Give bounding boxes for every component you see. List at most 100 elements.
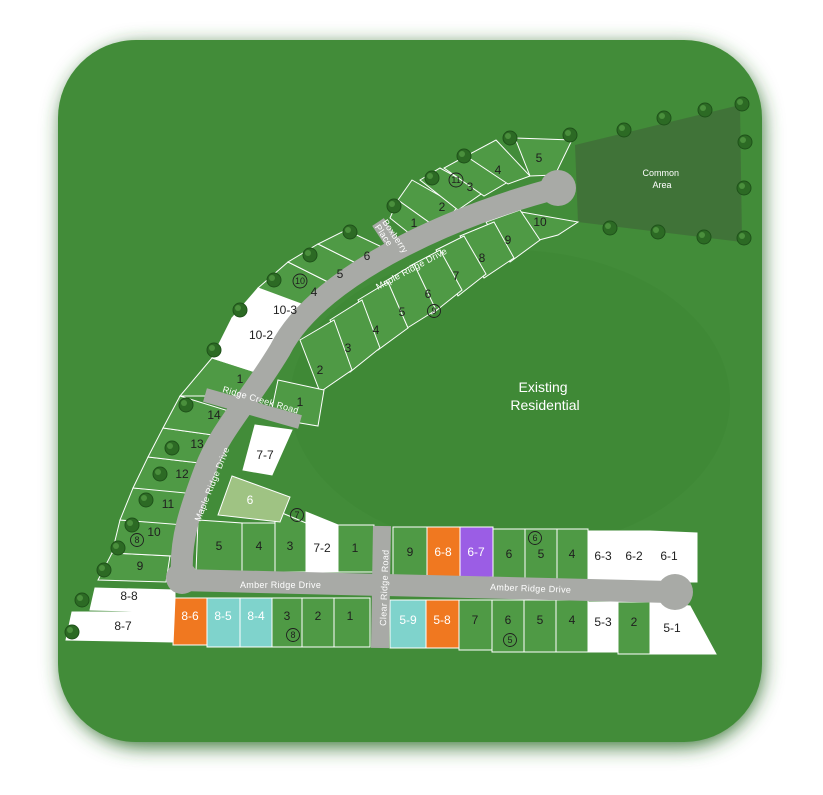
lot-label-2-north: 2 (439, 200, 446, 214)
lot-label-8-south: 8 (479, 251, 486, 265)
svg-text:11: 11 (451, 175, 460, 185)
lot-label-6-south: 6 (505, 613, 512, 627)
tree-highlight (737, 99, 743, 105)
lot-label-4-mid: 4 (256, 539, 263, 553)
phase-marker-8a: 8 (130, 533, 144, 547)
common-area[interactable] (575, 105, 742, 242)
tree-highlight (209, 345, 215, 351)
lot-label-4-south-m: 4 (373, 323, 380, 337)
lot-label-9-south: 9 (505, 233, 512, 247)
amber-ridge-drive[interactable] (169, 569, 681, 603)
lot-label-1-north: 1 (411, 216, 418, 230)
svg-text:9: 9 (431, 306, 436, 316)
tree-highlight (505, 133, 511, 139)
lot-label-6-7: 6-7 (467, 545, 485, 559)
phase-marker-8b: 8 (286, 628, 300, 642)
tree-highlight (269, 275, 275, 281)
lot-label-8-7: 8-7 (114, 619, 132, 633)
lot-label-6-mid: 6 (506, 547, 513, 561)
lot-label-12-west: 12 (175, 467, 189, 481)
lots-south-maple (269, 209, 580, 427)
phase-marker-5: 5 (503, 633, 517, 647)
tree-highlight (305, 250, 311, 256)
amber-east-label: Amber Ridge Drive (490, 582, 571, 595)
tree-highlight (653, 227, 659, 233)
clear-ridge-label: Clear Ridge Road (378, 549, 391, 626)
lot-label-1-mid: 1 (352, 541, 359, 555)
lot-label-13-west: 13 (190, 437, 204, 451)
amber-west-label: Amber Ridge Drive (240, 580, 321, 590)
lots-north-amber (195, 424, 698, 583)
maple-ridge-drive[interactable] (170, 177, 569, 585)
tree-highlight (127, 520, 133, 526)
phase-marker-10: 10 (292, 273, 308, 289)
lot-label-6-1: 6-1 (660, 549, 678, 563)
tree-highlight (739, 233, 745, 239)
tree-highlight (181, 400, 187, 406)
boxberry-place[interactable] (372, 218, 404, 256)
lot-label-10-south: 10 (533, 215, 547, 229)
maple-ridge-cul-de-sac[interactable] (540, 170, 576, 206)
svg-text:6: 6 (532, 533, 537, 543)
lot-label-8-6: 8-6 (181, 609, 199, 623)
lot-label-5-1: 5-1 (663, 621, 681, 635)
svg-text:10: 10 (295, 276, 305, 286)
lots-south-amber (65, 587, 717, 655)
tree-highlight (700, 105, 706, 111)
clear-ridge-road[interactable] (371, 525, 391, 649)
lot-label-6-south-m: 6 (425, 287, 432, 301)
lot-label-3-north: 3 (467, 180, 474, 194)
lot-7-7[interactable] (242, 424, 293, 476)
tree-highlight (619, 125, 625, 131)
lot-label-9-west: 9 (137, 559, 144, 573)
lot-1-south[interactable] (333, 597, 371, 648)
tree-highlight (155, 469, 161, 475)
lot-label-5-3: 5-3 (594, 615, 612, 629)
phase-marker-7: 7 (290, 508, 304, 522)
lot-label-8-5: 8-5 (214, 609, 232, 623)
phase-markers: 8 8 5 6 7 9 10 11 (130, 172, 542, 647)
existing-residential-label: Existing Residential (510, 379, 579, 413)
lot-label-2-south-m: 2 (317, 363, 324, 377)
lot-6-1[interactable] (649, 530, 698, 583)
lot-label-10-2: 10-2 (249, 328, 273, 342)
tree-highlight (459, 151, 465, 157)
lot-2-south-m[interactable] (299, 319, 353, 393)
lot-label-1-south: 1 (347, 609, 354, 623)
lot-label-4-mid2: 4 (569, 547, 576, 561)
ridge-creek-road[interactable] (203, 388, 302, 429)
svg-text:5: 5 (507, 635, 512, 645)
lot-4-north[interactable] (465, 139, 531, 185)
lot-label-5-mid: 5 (216, 539, 223, 553)
lot-label-2-east: 2 (631, 615, 638, 629)
tree-highlight (67, 627, 73, 633)
lot-label-5-mid2: 5 (538, 547, 545, 561)
tree-highlight (167, 443, 173, 449)
svg-text:8: 8 (134, 535, 139, 545)
lot-label-5-west: 5 (337, 267, 344, 281)
lot-label-7-7: 7-7 (256, 448, 274, 462)
lot-label-6-8: 6-8 (434, 545, 452, 559)
svg-text:8: 8 (290, 630, 295, 640)
amber-ridge-cul-de-sac[interactable] (657, 574, 693, 610)
lot-label-14-west: 14 (207, 408, 221, 422)
tree-highlight (345, 227, 351, 233)
lot-label-5-9: 5-9 (399, 613, 417, 627)
lot-6-common[interactable] (217, 475, 291, 523)
lot-label-5-south: 5 (537, 613, 544, 627)
lot-label-3-south: 3 (284, 609, 291, 623)
phase-marker-9: 9 (427, 304, 441, 318)
roads (166, 170, 693, 649)
amber-west-turn[interactable] (166, 562, 198, 594)
tree-highlight (389, 201, 395, 207)
lot-label-4-south: 4 (569, 613, 576, 627)
lot-labels: 8-8 8-7 8-6 8-5 8-4 3 2 1 5-9 5-8 7 6 5 … (114, 151, 681, 635)
tree-highlight (77, 595, 83, 601)
tree-highlight (699, 232, 705, 238)
lot-label-8-8: 8-8 (120, 589, 138, 603)
svg-text:7: 7 (294, 510, 299, 520)
tree-highlight (605, 223, 611, 229)
lot-label-1-south-m: 1 (297, 395, 304, 409)
tree-highlight (141, 495, 147, 501)
